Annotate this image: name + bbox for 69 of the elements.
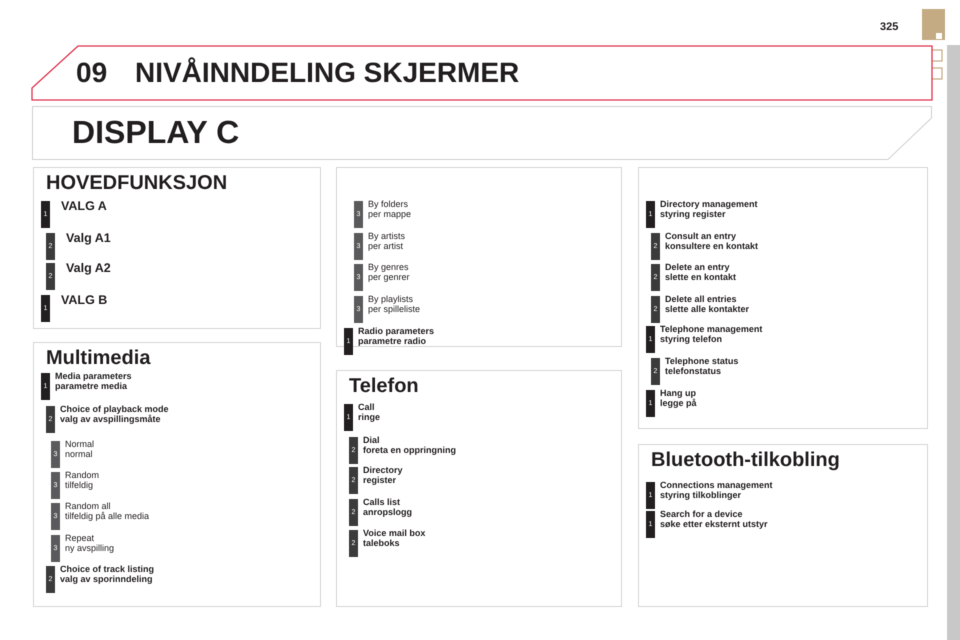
menu-item-translation: anropslogg — [363, 507, 412, 517]
menu-item-translation: styring telefon — [660, 334, 722, 344]
menu-item-text: By playlists — [368, 294, 414, 304]
menu-item-text: Call — [358, 402, 375, 412]
page-title: NIVÅINNDELING SKJERMER — [135, 57, 520, 89]
menu-item-translation: slette en kontakt — [665, 272, 736, 282]
menu-item-text: Delete an entry — [665, 262, 730, 272]
menu-item-translation: per artist — [368, 241, 404, 251]
menu-panel — [638, 167, 928, 429]
menu-item-translation: konsultere en kontakt — [665, 241, 758, 251]
menu-item-translation: valg av avspillingsmåte — [60, 414, 161, 424]
menu-item-translation: normal — [65, 449, 93, 459]
menu-item-translation: slette alle kontakter — [665, 304, 750, 314]
menu-item-text: Choice of playback mode — [60, 404, 169, 414]
menu-item-text: Telephone status — [665, 356, 738, 366]
menu-item-text: Normal — [65, 439, 94, 449]
panel-heading: Multimedia — [46, 347, 150, 370]
menu-item-translation: valg av sporinndeling — [60, 574, 153, 584]
menu-item-text: Directory management — [660, 199, 758, 209]
menu-item-translation: tilfeldig — [65, 480, 94, 490]
panel-heading: HOVEDFUNKSJON — [46, 172, 228, 195]
menu-item-text: Telephone management — [660, 324, 762, 334]
menu-item-translation: styring register — [660, 209, 726, 219]
menu-item-translation: ny avspilling — [65, 543, 114, 553]
menu-panel — [638, 444, 928, 607]
menu-item-text: Connections management — [660, 480, 773, 490]
menu-item-text: Random — [65, 470, 100, 480]
menu-item-text: Choice of track listing — [60, 564, 154, 574]
menu-item-text: Consult an entry — [665, 231, 736, 241]
chapter-number: 09 — [76, 57, 108, 89]
menu-panel — [33, 167, 321, 329]
menu-item-text: Directory — [363, 465, 403, 475]
menu-item-text: Calls list — [363, 497, 400, 507]
menu-item-translation: parametre radio — [358, 336, 426, 346]
menu-item-text: By genres — [368, 262, 409, 272]
menu-item-translation: telefonstatus — [665, 366, 722, 376]
menu-panel — [336, 370, 622, 607]
menu-item-text: By artists — [368, 231, 406, 241]
page-number: 325 — [880, 21, 898, 33]
menu-item-translation: parametre media — [55, 381, 128, 391]
menu-item-translation: søke etter eksternt utstyr — [660, 519, 768, 529]
menu-item-translation: foreta en oppringning — [363, 445, 456, 455]
menu-item-text: Hang up — [660, 388, 696, 398]
section-heading: DISPLAY C — [72, 114, 240, 151]
menu-item-text: Valg A2 — [66, 261, 111, 275]
menu-item-translation: styring tilkoblinger — [660, 490, 742, 500]
menu-item-text: Voice mail box — [363, 528, 426, 538]
menu-item-text: By folders — [368, 199, 408, 209]
menu-item-translation: per spilleliste — [368, 304, 420, 314]
menu-item-text: Search for a device — [660, 509, 743, 519]
menu-item-translation: taleboks — [363, 538, 400, 548]
menu-item-translation: per mappe — [368, 209, 412, 219]
menu-item-text: Valg A1 — [66, 231, 111, 245]
menu-item-translation: register — [363, 475, 396, 485]
menu-item-text: Dial — [363, 435, 380, 445]
menu-item-text: Repeat — [65, 533, 94, 543]
menu-item-translation: legge på — [660, 398, 697, 408]
menu-item-translation: per genrer — [368, 272, 410, 282]
menu-item-text: VALG B — [61, 293, 108, 307]
menu-panel — [33, 342, 321, 607]
menu-item-translation: ringe — [358, 412, 380, 422]
menu-item-text: Random all — [65, 501, 111, 511]
panel-heading: Telefon — [349, 375, 419, 398]
menu-item-translation: tilfeldig på alle media — [65, 511, 150, 521]
menu-item-text: Media parameters — [55, 371, 132, 381]
menu-item-text: Radio parameters — [358, 326, 434, 336]
menu-item-text: Delete all entries — [665, 294, 737, 304]
panel-heading: Bluetooth-tilkobling — [651, 449, 840, 472]
menu-item-text: VALG A — [61, 199, 107, 213]
